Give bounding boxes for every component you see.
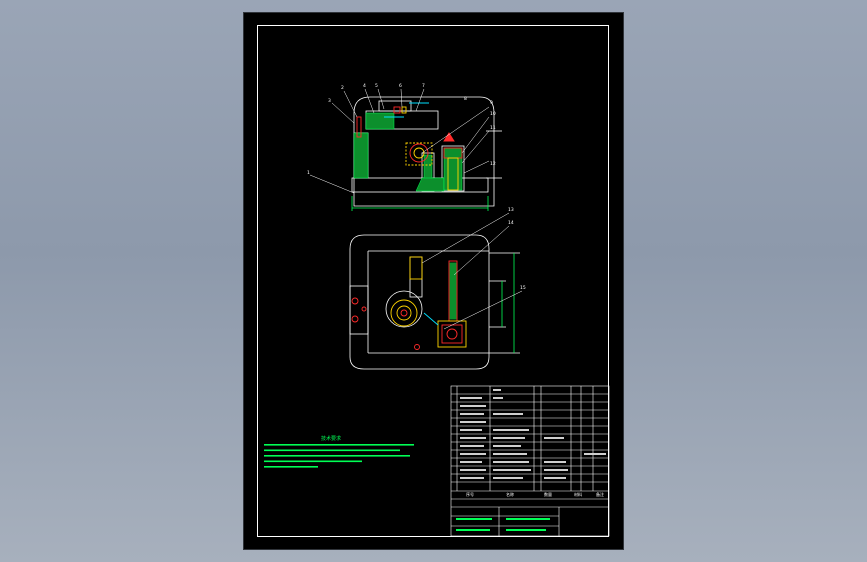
header-material: 材料 xyxy=(574,492,582,497)
front-view-leaders xyxy=(309,88,490,194)
callout-15: 15 xyxy=(520,285,526,291)
callout-6: 6 xyxy=(399,83,402,89)
parts-list-table xyxy=(450,385,610,537)
top-view-leaders xyxy=(421,212,523,330)
callout-7: 7 xyxy=(422,83,425,89)
top-view-callouts: 13 14 15 xyxy=(508,207,526,291)
drawing-border xyxy=(257,25,609,537)
top-view xyxy=(349,234,520,370)
front-view-callouts: 2 4 5 6 7 3 9 10 11 12 1 8 xyxy=(307,83,496,176)
callout-4: 4 xyxy=(363,83,366,89)
callout-11: 11 xyxy=(490,125,496,131)
callout-14: 14 xyxy=(508,220,514,226)
front-view-hatching xyxy=(353,112,463,192)
callout-9: 9 xyxy=(490,100,493,106)
header-remark: 备注 xyxy=(596,492,604,497)
tech-requirements-lines xyxy=(264,443,414,475)
cad-drawing: 2 4 5 6 7 3 9 10 11 12 1 8 xyxy=(307,83,610,537)
header-qty: 数量 xyxy=(544,492,552,497)
callout-3: 3 xyxy=(328,98,331,104)
callout-8: 8 xyxy=(464,96,467,102)
drawing-sheet: 2 4 5 6 7 3 9 10 11 12 1 8 xyxy=(244,13,623,549)
callout-1: 1 xyxy=(307,170,310,176)
callout-10: 10 xyxy=(490,111,496,117)
parts-list-cell-text xyxy=(456,389,606,531)
callout-12: 12 xyxy=(490,161,496,167)
callout-2: 2 xyxy=(341,85,344,91)
callout-5: 5 xyxy=(375,83,378,89)
tech-requirements-text-block xyxy=(264,444,414,468)
top-view-details xyxy=(351,256,467,350)
header-no: 序号 xyxy=(466,492,474,497)
callout-13: 13 xyxy=(508,207,514,213)
tech-requirements-title: 技术要求 xyxy=(321,436,342,442)
front-view-details xyxy=(356,102,463,191)
header-name: 名称 xyxy=(506,492,514,497)
